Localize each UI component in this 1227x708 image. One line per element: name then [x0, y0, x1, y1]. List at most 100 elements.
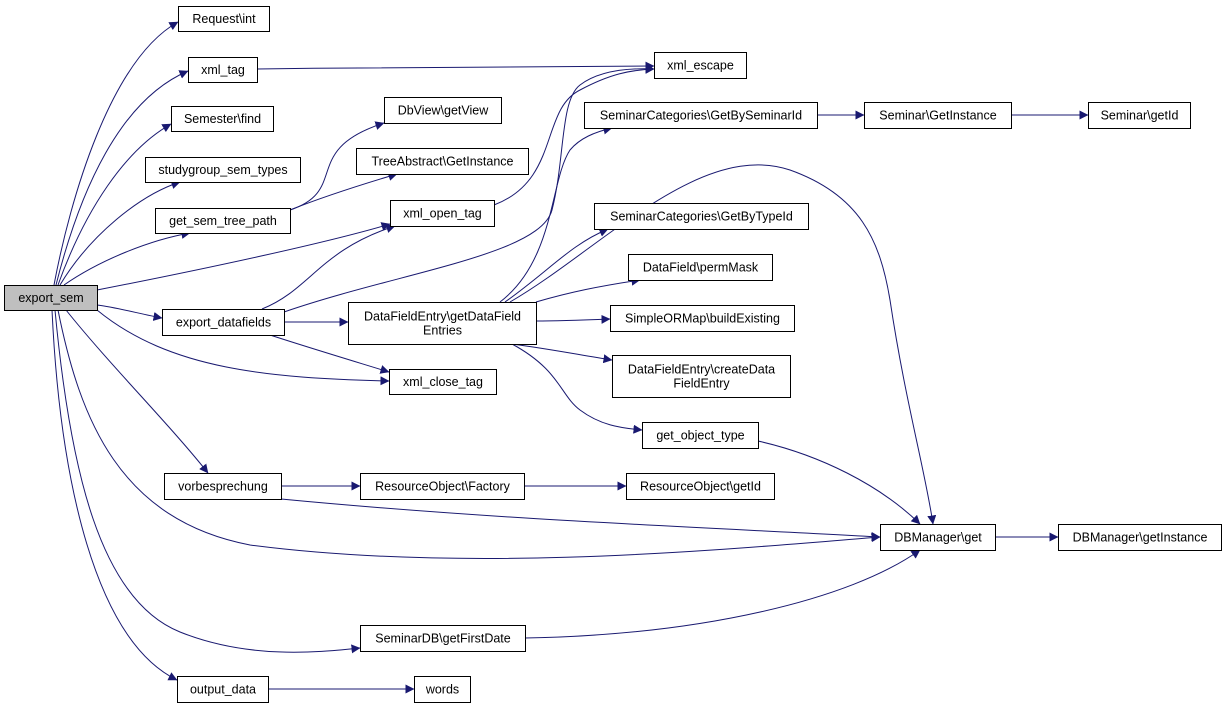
node-box — [389, 369, 497, 395]
node-label: ResourceObject\Factory — [375, 480, 511, 494]
node-box — [612, 355, 791, 398]
node-label: Seminar\getId — [1101, 109, 1179, 123]
edge-datafieldentry_getdatafieldentries-to-seminarcategories_getbyseminarid — [499, 125, 613, 303]
node-label: export_datafields — [176, 316, 271, 330]
node-box — [626, 473, 775, 500]
node-box — [360, 473, 525, 500]
node-label: SeminarDB\getFirstDate — [375, 632, 511, 646]
edge-export_sem-to-vorbesprechung — [65, 309, 209, 474]
node-label: output_data — [190, 683, 256, 697]
node-label: FieldEntry — [673, 377, 730, 391]
node-box — [628, 254, 773, 281]
node-box — [384, 97, 502, 124]
node-label: DbView\getView — [398, 104, 490, 118]
edge-seminardb_getfirstdate-to-dbmanager_get — [524, 549, 921, 639]
edges-layer — [51, 21, 1089, 694]
node-treeabstract_getinstance[interactable]: TreeAbstract\GetInstance — [356, 148, 529, 175]
node-words[interactable]: words — [414, 676, 471, 703]
edge-export_datafields-to-xml_close_tag — [269, 334, 390, 374]
node-xml_escape[interactable]: xml_escape — [654, 52, 747, 79]
node-label: Seminar\GetInstance — [879, 109, 996, 123]
node-label: xml_escape — [667, 59, 734, 73]
node-seminarcategories_getbyseminarid[interactable]: SeminarCategories\GetBySeminarId — [584, 102, 818, 129]
edge-export_sem-to-xml_tag — [55, 70, 189, 286]
edge-datafieldentry_getdatafieldentries-to-simpleormap_buildexisting — [535, 314, 611, 324]
node-box — [642, 422, 759, 449]
node-box — [390, 200, 495, 227]
node-simpleormap_buildexisting[interactable]: SimpleORMap\buildExisting — [610, 305, 795, 332]
node-datafield_permmask[interactable]: DataField\permMask — [628, 254, 773, 281]
node-label: DBManager\getInstance — [1073, 531, 1208, 545]
node-box — [177, 676, 269, 703]
node-dbmanager_get[interactable]: DBManager\get — [880, 524, 996, 551]
edge-datafieldentry_getdatafieldentries-to-datafieldentry_createdatafieldentry — [511, 343, 613, 364]
edge-export_sem-to-get_sem_tree_path — [63, 230, 191, 286]
node-get_object_type[interactable]: get_object_type — [642, 422, 759, 449]
node-box — [864, 102, 1012, 129]
node-get_sem_tree_path[interactable]: get_sem_tree_path — [155, 208, 291, 234]
node-export_datafields[interactable]: export_datafields — [162, 309, 285, 336]
node-label: DataField\permMask — [643, 261, 759, 275]
node-box — [654, 52, 747, 79]
edge-xml_open_tag-to-xml_escape — [493, 64, 655, 206]
node-box — [171, 106, 274, 132]
edge-export_sem-to-semester_find — [57, 123, 172, 286]
edge-export_datafields-to-xml_open_tag — [261, 224, 396, 310]
edge-get_object_type-to-dbmanager_get — [757, 440, 921, 525]
node-dbview_getview[interactable]: DbView\getView — [384, 97, 502, 124]
node-xml_open_tag[interactable]: xml_open_tag — [390, 200, 495, 227]
node-output_data[interactable]: output_data — [177, 676, 269, 703]
node-box — [414, 676, 471, 703]
edge-get_sem_tree_path-to-dbview_getview — [289, 121, 385, 211]
edge-export_sem-to-request_int — [53, 21, 179, 286]
node-label: Semester\find — [184, 112, 261, 126]
node-seminar_getid[interactable]: Seminar\getId — [1088, 102, 1191, 129]
node-label: Entries — [423, 324, 462, 338]
node-seminar_getinstance[interactable]: Seminar\GetInstance — [864, 102, 1012, 129]
node-label: words — [425, 683, 459, 697]
edge-export_sem-to-seminardb_getfirstdate — [54, 309, 361, 654]
node-label: DBManager\get — [894, 531, 982, 545]
node-request_int[interactable]: Request\int — [178, 6, 270, 32]
node-label: SeminarCategories\GetBySeminarId — [600, 109, 802, 123]
edge-datafieldentry_getdatafieldentries-to-seminarcategories_getbytypeid — [504, 228, 609, 303]
edge-export_sem-to-xml_close_tag — [96, 309, 390, 386]
node-box — [1088, 102, 1191, 129]
node-label: xml_open_tag — [403, 207, 482, 221]
node-xml_tag[interactable]: xml_tag — [188, 57, 258, 83]
node-seminarcategories_getbytypeid[interactable]: SeminarCategories\GetByTypeId — [594, 203, 809, 230]
edge-export_sem-to-studygroup_sem_types — [59, 180, 181, 286]
node-label: xml_tag — [201, 63, 245, 77]
edge-xml_tag-to-xml_escape — [256, 61, 655, 71]
node-box — [348, 302, 537, 345]
node-box — [145, 157, 301, 183]
node-label: DataFieldEntry\getDataField — [364, 310, 521, 324]
edge-export_sem-to-output_data — [51, 309, 178, 681]
nodes-layer: export_sem Request\int xml_tagSemester\fin… — [4, 6, 1222, 703]
node-box — [584, 102, 818, 129]
node-resourceobject_factory[interactable]: ResourceObject\Factory — [360, 473, 525, 500]
node-box — [4, 285, 98, 311]
node-xml_close_tag[interactable]: xml_close_tag — [389, 369, 497, 395]
edge-export_sem-to-export_datafields — [96, 304, 163, 321]
node-seminardb_getfirstdate[interactable]: SeminarDB\getFirstDate — [360, 625, 526, 652]
node-semester_find[interactable]: Semester\find — [171, 106, 274, 132]
edge-vorbesprechung-to-dbmanager_get — [280, 498, 881, 542]
node-label: SimpleORMap\buildExisting — [625, 312, 780, 326]
node-export_sem[interactable]: export_sem — [4, 285, 98, 311]
edge-get_sem_tree_path-to-treeabstract_getinstance — [289, 172, 398, 211]
node-box — [880, 524, 996, 551]
node-label: studygroup_sem_types — [158, 163, 287, 177]
node-resourceobject_getid[interactable]: ResourceObject\getId — [626, 473, 775, 500]
node-vorbesprechung[interactable]: vorbesprechung — [164, 473, 282, 500]
node-label: TreeAbstract\GetInstance — [372, 155, 514, 169]
node-box — [356, 148, 529, 175]
node-box — [162, 309, 285, 336]
edge-datafieldentry_getdatafieldentries-to-get_object_type — [511, 343, 643, 434]
edge-datafieldentry_getdatafieldentries-to-datafield_permmask — [535, 276, 641, 303]
node-studygroup_sem_types[interactable]: studygroup_sem_types — [145, 157, 301, 183]
node-dbmanager_getinstance[interactable]: DBManager\getInstance — [1058, 524, 1222, 551]
node-box — [1058, 524, 1222, 551]
